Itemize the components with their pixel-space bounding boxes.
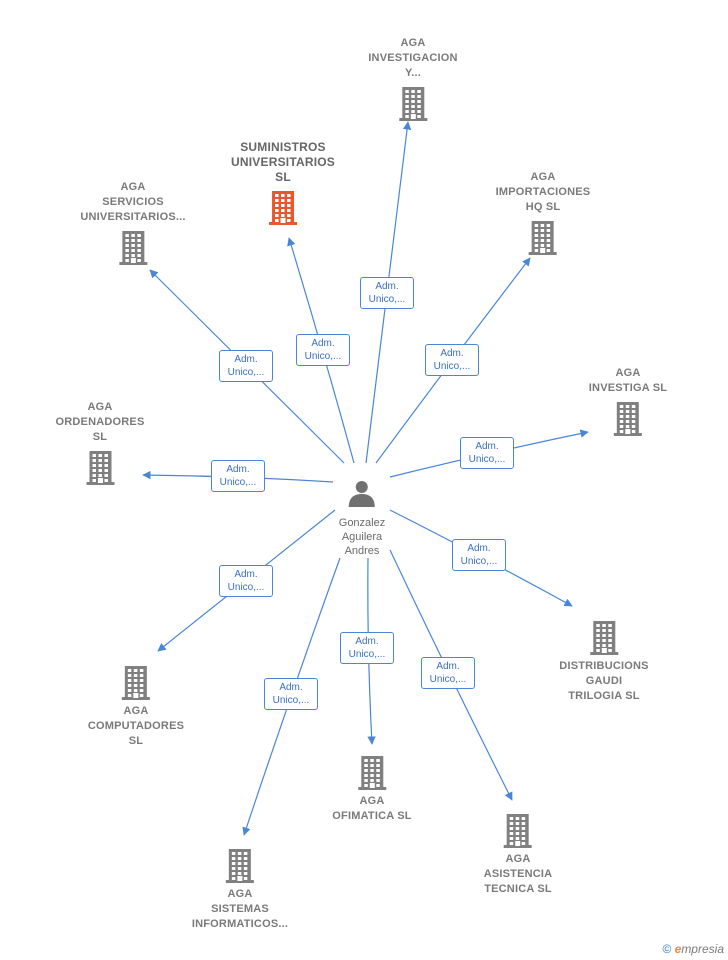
company-node-aga-investigacion[interactable]: AGA INVESTIGACION Y...: [368, 36, 457, 125]
building-icon: [398, 87, 427, 121]
company-label: AGA INVESTIGACION Y...: [368, 37, 458, 79]
company-label: AGA SERVICIOS UNIVERSITARIOS...: [80, 181, 186, 223]
company-label: AGA ORDENADORES SL: [55, 401, 145, 443]
company-node-aga-asistencia-tecnica[interactable]: AGA ASISTENCIA TECNICA SL: [484, 808, 553, 897]
company-node-aga-importaciones-hq[interactable]: AGA IMPORTACIONES HQ SL: [496, 170, 591, 259]
copyright-symbol: ©: [662, 942, 672, 956]
company-node-distribucions-gaudi-trilogia[interactable]: DISTRIBUCIONS GAUDI TRILOGIA SL: [559, 615, 648, 704]
building-icon: [613, 402, 642, 436]
role-badge-aga-importaciones-hq[interactable]: Adm. Unico,...: [425, 344, 479, 376]
building-icon: [268, 191, 297, 225]
role-badge-aga-servicios-universitarios[interactable]: Adm. Unico,...: [219, 350, 273, 382]
company-label: AGA OFIMATICA SL: [332, 795, 412, 822]
company-label: SUMINISTROS UNIVERSITARIOS SL: [231, 140, 335, 184]
role-badge-aga-ofimatica[interactable]: Adm. Unico,...: [340, 632, 394, 664]
role-badge-aga-ordenadores[interactable]: Adm. Unico,...: [211, 460, 265, 492]
company-label: AGA SISTEMAS INFORMATICOS...: [191, 888, 289, 930]
role-badge-aga-investiga[interactable]: Adm. Unico,...: [460, 437, 514, 469]
company-node-suministros-universitarios[interactable]: SUMINISTROS UNIVERSITARIOS SL: [231, 140, 335, 229]
building-icon: [529, 221, 557, 255]
building-icon: [357, 756, 386, 790]
company-label: AGA IMPORTACIONES HQ SL: [495, 171, 591, 213]
company-node-aga-computadores[interactable]: AGA COMPUTADORES SL: [88, 660, 184, 749]
company-label: DISTRIBUCIONS GAUDI TRILOGIA SL: [559, 660, 649, 702]
company-label: AGA COMPUTADORES SL: [87, 705, 185, 747]
person-icon: [348, 481, 375, 507]
company-node-aga-sistemas-informaticos[interactable]: AGA SISTEMAS INFORMATICOS...: [192, 843, 288, 932]
brand-logo-initial: e: [674, 942, 682, 956]
role-badge-distribucions-gaudi-trilogia[interactable]: Adm. Unico,...: [452, 539, 506, 571]
company-label: AGA ASISTENCIA TECNICA SL: [483, 853, 553, 895]
building-icon: [122, 666, 150, 700]
company-label: AGA INVESTIGA SL: [588, 367, 668, 394]
role-badge-aga-asistencia-tecnica[interactable]: Adm. Unico,...: [421, 657, 475, 689]
role-badge-suministros-universitarios[interactable]: Adm. Unico,...: [296, 334, 350, 366]
role-badge-aga-investigacion[interactable]: Adm. Unico,...: [360, 277, 414, 309]
building-icon: [225, 849, 254, 883]
company-node-aga-investiga[interactable]: AGA INVESTIGA SL: [589, 366, 667, 440]
building-icon: [86, 451, 114, 485]
role-badge-aga-sistemas-informaticos[interactable]: Adm. Unico,...: [264, 678, 318, 710]
brand-logo-text: mpresia: [681, 942, 724, 956]
person-node[interactable]: Gonzalez Aguilera Andres: [339, 481, 385, 592]
building-icon: [589, 621, 618, 655]
company-node-aga-servicios-universitarios[interactable]: AGA SERVICIOS UNIVERSITARIOS...: [80, 180, 185, 269]
building-icon: [504, 814, 532, 848]
footer: © empresia: [662, 942, 724, 956]
role-badge-aga-computadores[interactable]: Adm. Unico,...: [219, 565, 273, 597]
person-name: Gonzalez Aguilera Andres: [338, 517, 386, 557]
company-node-aga-ordenadores[interactable]: AGA ORDENADORES SL: [56, 400, 145, 489]
company-node-aga-ofimatica[interactable]: AGA OFIMATICA SL: [332, 750, 411, 824]
building-icon: [118, 231, 147, 265]
